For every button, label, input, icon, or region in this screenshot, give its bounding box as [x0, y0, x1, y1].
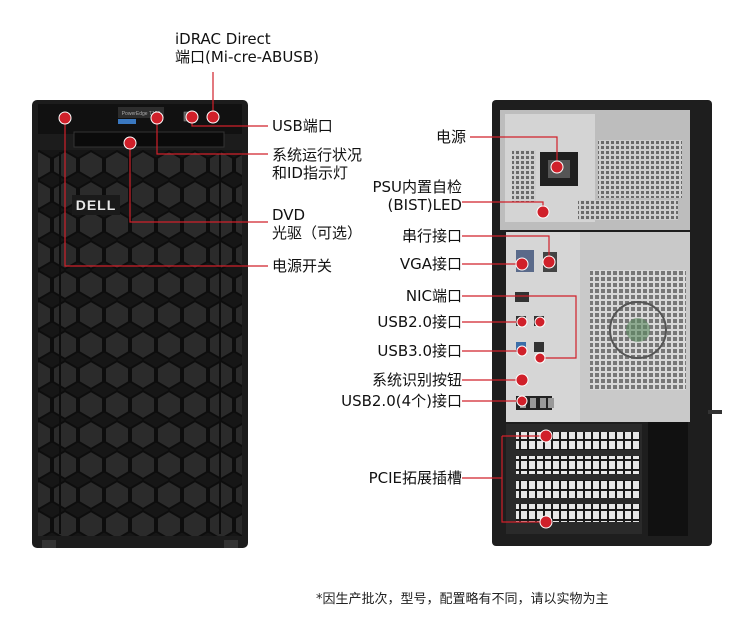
label-nic: NIC端口 [405, 287, 462, 305]
label-serial: 串行接口 [401, 227, 462, 245]
callout-dot-usb20x4 [516, 395, 528, 407]
label-idrac-line2: 端口(Mi-cre-ABUSB) [175, 48, 319, 66]
callout-dot-psu [550, 160, 564, 174]
label-status-line1: 系统运行状况 [272, 146, 363, 164]
footnote: *因生产批次，型号，配置略有不同，请以实物为主 [316, 592, 609, 607]
label-dvd-line1: DVD [272, 206, 306, 224]
callout-dot-usb20a-2 [534, 316, 546, 328]
label-status-line2: 和ID指示灯 [272, 164, 348, 182]
callout-dot-usb30 [516, 345, 528, 357]
callout-dot-sysid [515, 373, 529, 387]
front-chassis [32, 100, 248, 548]
label-psu: 电源 [435, 128, 466, 146]
rear-callout-lines [462, 136, 577, 523]
label-front-usb-text: USB端口 [272, 117, 333, 135]
label-usb20a: USB2.0接口 [377, 313, 462, 331]
label-power-switch: 电源开关 [272, 257, 332, 275]
front-callout-lines [64, 72, 268, 267]
label-status-indicator: 系统运行状况 和ID指示灯 [272, 146, 362, 182]
callout-dot-nic [534, 352, 546, 364]
label-bist-line2: (BIST)LED [387, 196, 463, 214]
label-usb20x4: USB2.0(4个)接口 [341, 392, 462, 410]
label-bist-line1: PSU内置自检 [372, 178, 462, 196]
label-vga: VGA接口 [399, 255, 462, 273]
label-dvd: DVD 光驱（可选） [272, 206, 362, 242]
label-power-switch-text: 电源开关 [272, 257, 333, 275]
front-model-badge: PowerEdge T150 [122, 111, 161, 117]
callout-dot-usb [185, 110, 199, 124]
callout-dot-pcie-1 [539, 429, 553, 443]
callout-dot-dvd [123, 136, 137, 150]
label-idrac-line1: iDRAC Direct [175, 30, 271, 48]
rear-callout-dots [515, 160, 564, 529]
label-front-usb: USB端口 [272, 117, 333, 135]
dell-logo: DELL [76, 197, 117, 213]
callout-dot-idrac [206, 110, 220, 124]
callout-dot-status [150, 111, 164, 125]
callout-dot-power [58, 111, 72, 125]
callout-dot-bist [536, 205, 550, 219]
callout-dot-pcie-2 [539, 515, 553, 529]
label-pcie: PCIE拓展插槽 [368, 469, 462, 487]
label-idrac: iDRAC Direct 端口(Mi-cre-ABUSB) [175, 30, 319, 66]
label-usb30: USB3.0接口 [377, 342, 462, 360]
callout-dot-serial [542, 255, 556, 269]
callout-dot-vga [515, 257, 529, 271]
callout-dot-usb20a-1 [516, 316, 528, 328]
label-dvd-line2: 光驱（可选） [272, 224, 363, 242]
label-sysid: 系统识别按钮 [371, 371, 462, 389]
label-bist: PSU内置自检 (BIST)LED [372, 178, 462, 214]
front-callout-dots [58, 110, 220, 150]
